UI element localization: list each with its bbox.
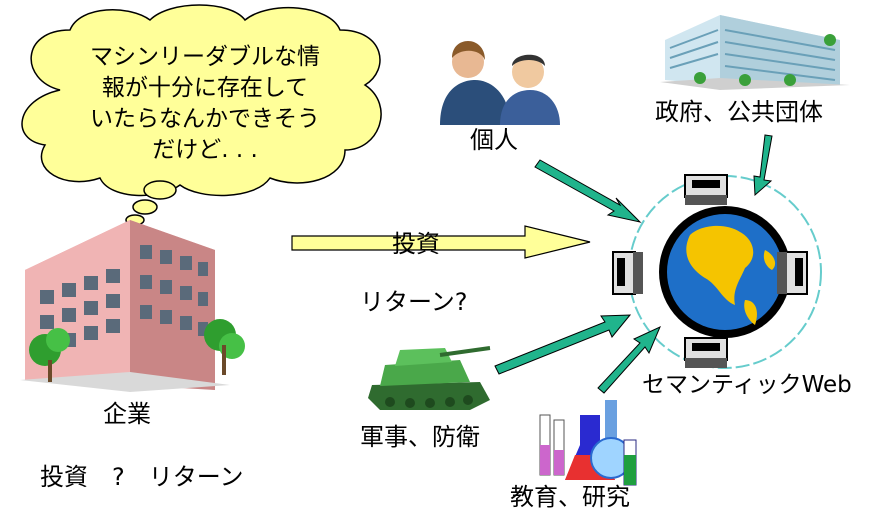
server-node-icon [684,337,728,368]
server-node-icon [777,251,808,295]
label-education: 教育、研究 [510,483,630,511]
arrow-military-to-web [494,314,632,375]
bubble-line: マシンリーダブルな情 [90,44,320,70]
arrow-individual-to-web [534,159,642,223]
server-node-icon [612,251,643,295]
thought-bubble [21,4,382,226]
label-return-question: リターン? [360,288,468,316]
label-investment: 投資 [392,230,440,258]
people-clipart-icon [440,40,560,125]
thought-bubble-text: マシンリーダブルな情 報が十分に存在して いたらなんかできそう だけど. . . [62,42,348,166]
globe-network-icon [612,174,822,369]
bubble-line: だけど. . . [152,137,258,163]
label-individual: 個人 [470,126,518,154]
bubble-line: 報が十分に存在して [101,75,309,101]
bottom-caption: 投資 ? リターン [40,463,244,491]
lab-flasks-icon [539,400,637,486]
investment-arrow [291,225,591,259]
government-building-icon [660,15,850,90]
label-military: 軍事、防衛 [360,423,480,451]
green-arrows [494,134,773,394]
company-building-icon [20,220,245,392]
server-node-icon [684,174,728,205]
tank-icon [368,346,491,410]
label-company: 企業 [103,400,151,428]
arrow-education-to-web [597,326,661,394]
bubble-line: いたらなんかできそう [90,106,320,132]
label-semantic-web: セマンティックWeb [642,372,852,398]
arrow-government-to-web [753,134,773,197]
label-government: 政府、公共団体 [655,98,823,126]
